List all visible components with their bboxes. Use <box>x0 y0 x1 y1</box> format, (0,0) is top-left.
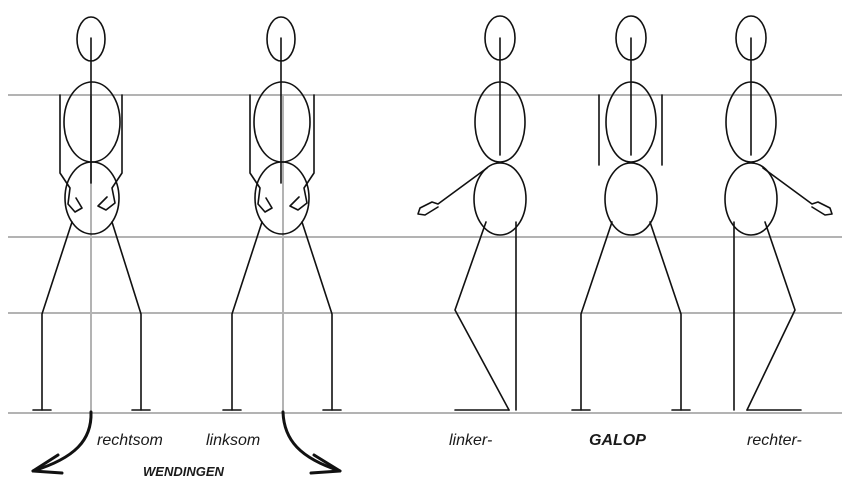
figure-pelvis <box>605 163 657 235</box>
figure-leg-right <box>302 222 332 410</box>
label-linker: linker- <box>449 433 492 449</box>
arrow-rechtsom <box>33 412 91 473</box>
arrow-linksom-curve <box>283 412 340 471</box>
figure-leg-right <box>650 222 681 410</box>
arrow-rechtsom-head <box>33 455 62 473</box>
figure-pelvis <box>725 163 777 235</box>
label-rechter: rechter- <box>747 433 802 449</box>
label-rechtsom: rechtsom <box>97 433 163 449</box>
label-linksom: linksom <box>206 433 260 449</box>
figure-linker-galop <box>418 16 526 410</box>
figure-leg-left <box>232 222 262 410</box>
label-wendingen: WENDINGEN <box>143 465 224 478</box>
figure-arm <box>763 168 832 215</box>
figure-arm-right <box>290 95 314 210</box>
figure-arm-left <box>60 95 82 212</box>
figure-pelvis <box>474 163 526 235</box>
arrow-linksom <box>283 412 340 473</box>
figure-arm <box>418 168 487 215</box>
label-galop: GALOP <box>589 433 646 449</box>
figure-arm-left <box>250 95 272 212</box>
figure-leg-left <box>42 222 72 410</box>
arrow-rechtsom-curve <box>33 412 91 471</box>
figure-galop <box>572 16 690 410</box>
figure-leg-left <box>455 222 509 410</box>
figure-leg-left <box>581 222 612 410</box>
figure-leg-right <box>112 222 141 410</box>
figure-rechter-galop <box>725 16 832 410</box>
figure-leg-right <box>747 222 795 410</box>
